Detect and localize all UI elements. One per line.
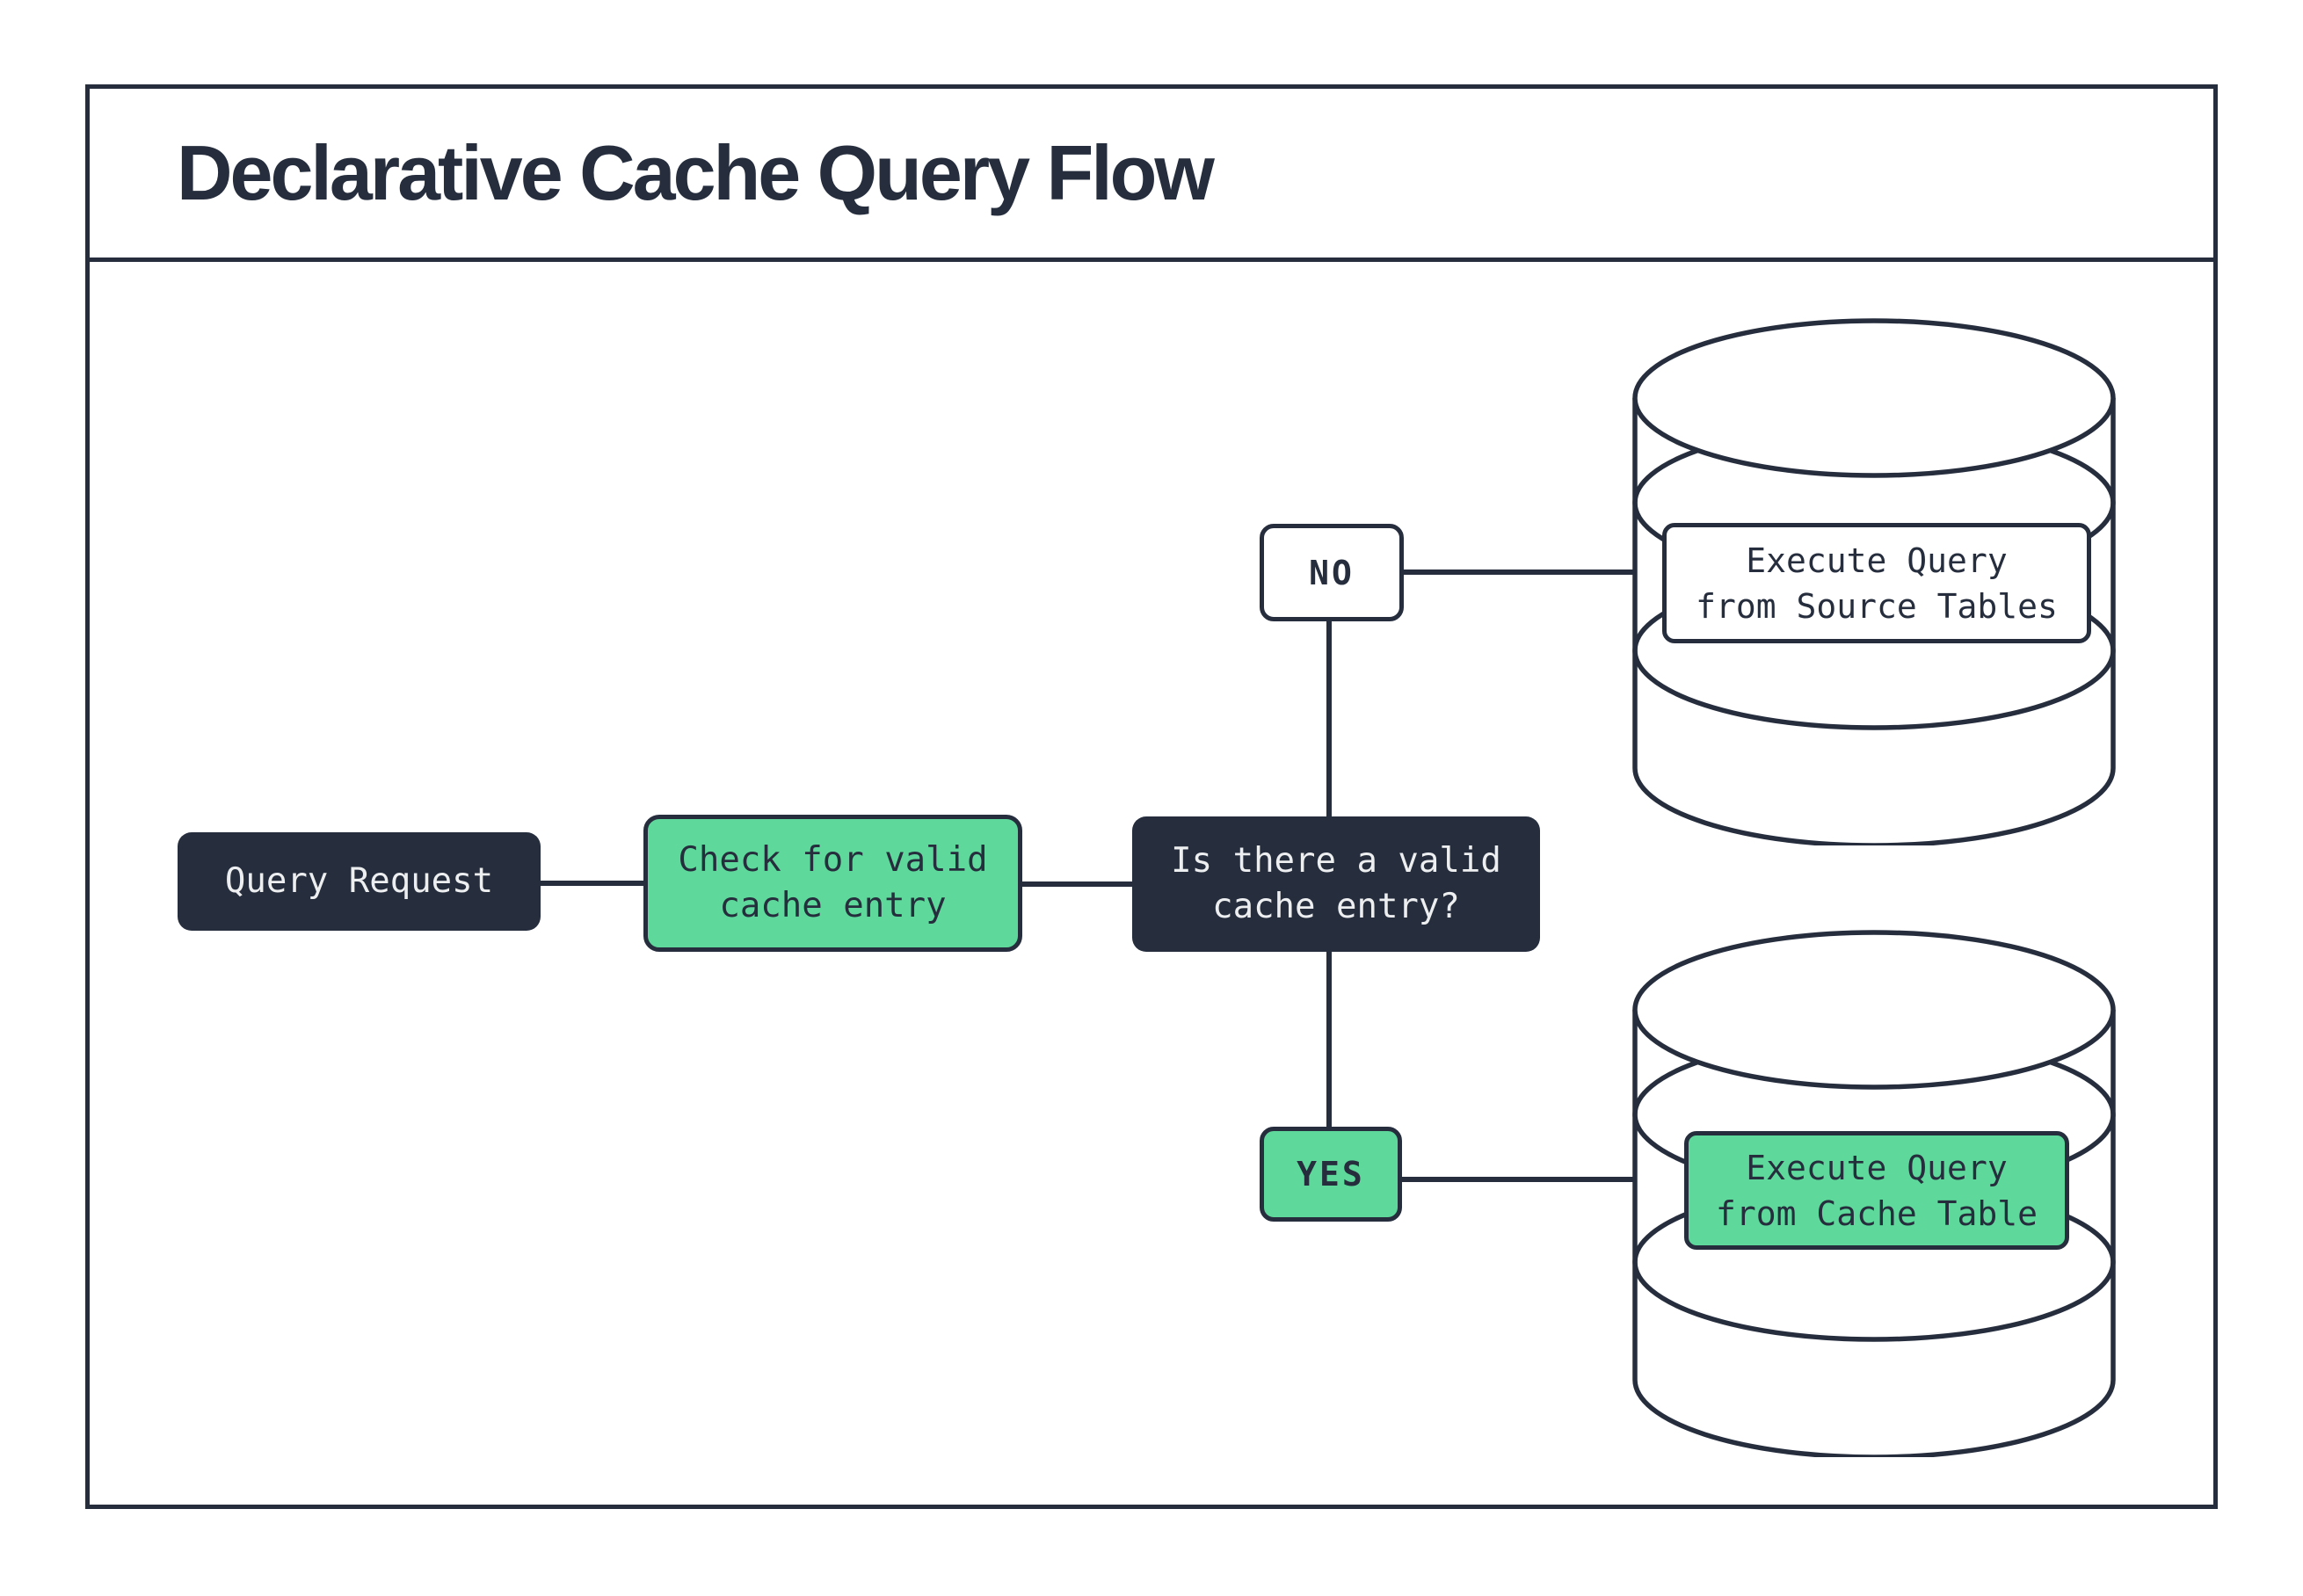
- edge-start-to-check: [541, 881, 643, 886]
- node-check-cache-label: Check for valid cache entry: [678, 840, 988, 925]
- edge-check-to-decision: [1022, 881, 1132, 887]
- page-title: Declarative Cache Query Flow: [177, 129, 1215, 216]
- branch-label-no: NO: [1260, 524, 1404, 621]
- node-query-request: Query Request: [178, 832, 541, 931]
- branch-label-yes: YES: [1260, 1127, 1402, 1222]
- node-decision: Is there a valid cache entry?: [1132, 816, 1540, 952]
- edge-no-to-source-db: [1404, 569, 1635, 575]
- edge-decision-to-no: [1326, 620, 1332, 818]
- edge-yes-to-cache-db: [1402, 1177, 1635, 1182]
- edge-decision-to-yes: [1326, 950, 1332, 1128]
- title-bar: Declarative Cache Query Flow: [85, 84, 2218, 262]
- node-check-cache: Check for valid cache entry: [643, 815, 1022, 952]
- node-execute-source: Execute Query from Source Tables: [1662, 523, 2091, 643]
- branch-label-yes-text: YES: [1297, 1155, 1365, 1193]
- branch-label-no-text: NO: [1309, 553, 1355, 592]
- node-execute-cache-label: Execute Query from Cache Table: [1715, 1148, 2038, 1233]
- node-query-request-label: Query Request: [224, 861, 494, 901]
- node-execute-source-label: Execute Query from Source Tables: [1696, 540, 2058, 626]
- node-execute-cache: Execute Query from Cache Table: [1684, 1131, 2069, 1250]
- node-decision-label: Is there a valid cache entry?: [1171, 841, 1501, 926]
